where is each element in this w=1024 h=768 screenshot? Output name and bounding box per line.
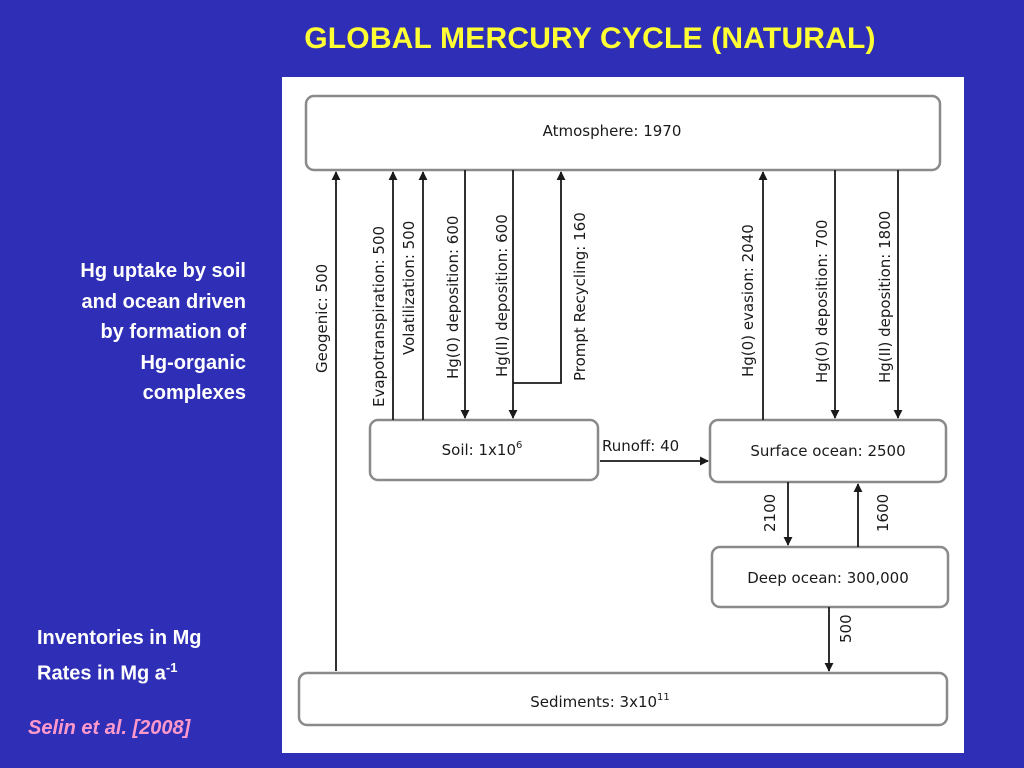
atmosphere-label: Atmosphere: 1970 [543, 122, 682, 140]
soil-label: Soil: 1x106 [442, 440, 523, 459]
surface-ocean-box [708, 418, 948, 484]
surface-to-deep-label: 2100 [761, 494, 779, 532]
note-line-5: complexes [142, 382, 246, 404]
note-line-1: Hg uptake by soil [80, 260, 246, 282]
volatilization-label: Volatilization: 500 [400, 221, 418, 355]
evapotranspiration-label: Evapotranspiration: 500 [370, 226, 388, 407]
citation: Selin et al. [2008] [28, 717, 191, 739]
deep-to-surface-label: 1600 [874, 494, 892, 532]
deep-ocean-box [710, 545, 950, 609]
sediments-box [297, 671, 949, 727]
hg0-deposition-soil-label: Hg(0) deposition: 600 [444, 216, 462, 379]
prompt-recycling-arrow [513, 171, 566, 384]
inventories-units: Inventories in Mg [37, 627, 202, 649]
note-line-4: Hg-organic [140, 351, 246, 374]
hgii-deposition-ocean-label: Hg(II) deposition: 1800 [876, 211, 894, 383]
hg0-evasion-label: Hg(0) evasion: 2040 [739, 224, 757, 377]
slide-title: GLOBAL MERCURY CYCLE (NATURAL) [304, 22, 876, 55]
note-line-3: by formation of [100, 321, 246, 343]
hgii-deposition-soil-label: Hg(II) deposition: 600 [493, 214, 511, 377]
runoff-label: Runoff: 40 [602, 437, 679, 455]
deep-ocean-label: Deep ocean: 300,000 [747, 569, 909, 587]
deep-to-sediments-label: 500 [837, 614, 855, 643]
uptake-note: Hg uptake by soil and ocean driven by fo… [10, 256, 246, 409]
prompt-recycling-label: Prompt Recycling: 160 [571, 212, 589, 381]
soil-box [368, 418, 600, 482]
diagram-panel: Atmosphere: 1970 Soil: 1x106 Surface oce… [282, 77, 964, 753]
atmosphere-box [304, 94, 942, 172]
mercury-cycle-diagram: Atmosphere: 1970 Soil: 1x106 Surface oce… [297, 94, 950, 727]
sediments-label: Sediments: 3x1011 [530, 692, 670, 711]
surface-ocean-label: Surface ocean: 2500 [750, 442, 905, 460]
hg0-deposition-ocean-label: Hg(0) deposition: 700 [813, 220, 831, 383]
rates-units: Rates in Mg a-1 [37, 660, 178, 685]
units-legend: Inventories in Mg Rates in Mg a-1 [37, 623, 201, 689]
note-line-2: and ocean driven [81, 290, 247, 313]
geogenic-label: Geogenic: 500 [313, 264, 331, 373]
